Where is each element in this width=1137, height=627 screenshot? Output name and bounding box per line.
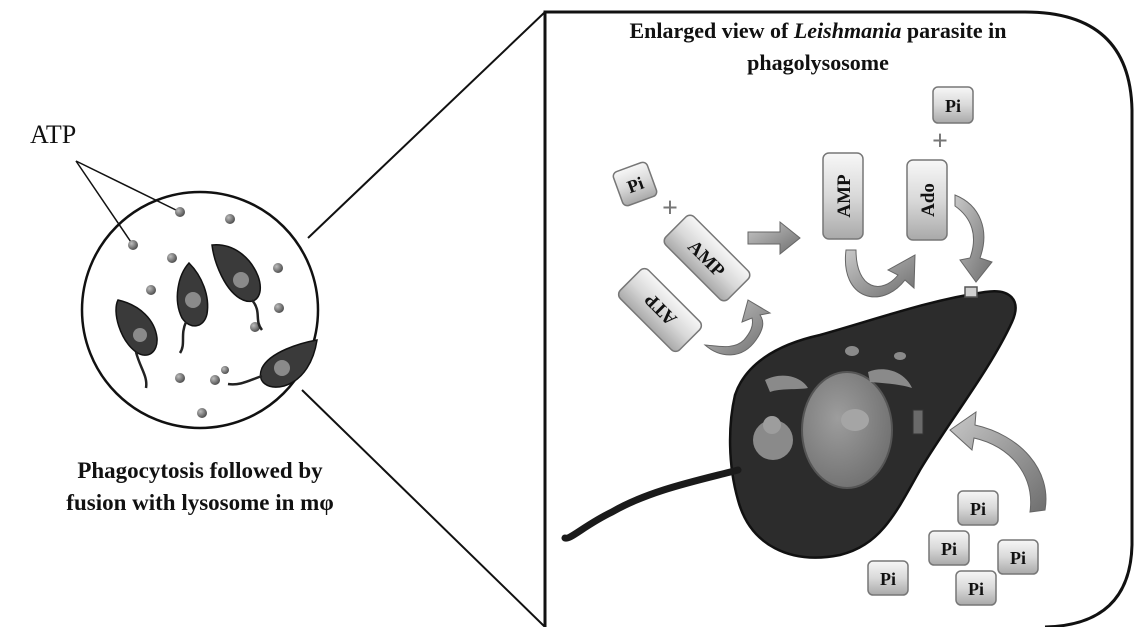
amp-box-rotated: AMP: [662, 213, 753, 304]
membrane-transporter-side: [913, 410, 923, 434]
nucleus: [802, 372, 892, 488]
atp-dot: [167, 253, 177, 263]
caption-line-1: Phagocytosis followed by: [77, 458, 323, 483]
panel-title-line-2: phagolysosome: [747, 50, 889, 75]
atp-pointer-line-1: [76, 161, 133, 245]
pi-label: Pi: [968, 579, 984, 599]
arrow-amp-hydrolysis: [748, 222, 800, 254]
arrow-ado-uptake: [955, 195, 992, 282]
ado-box: Ado: [907, 160, 947, 240]
panel-title-prefix: Enlarged view of: [629, 18, 793, 43]
plus-sign-right: +: [932, 126, 948, 157]
atp-dot: [210, 375, 220, 385]
panel-title-line-1: Enlarged view of Leishmania parasite in: [629, 18, 1006, 43]
atp-dot: [274, 303, 284, 313]
atp-dot: [175, 207, 185, 217]
zoom-line-bottom: [302, 390, 545, 627]
atp-label: ATP: [30, 120, 76, 149]
pi-label: Pi: [941, 539, 957, 559]
atp-dot: [225, 214, 235, 224]
panel-title-suffix: parasite in: [901, 18, 1006, 43]
atp-dot: [273, 263, 283, 273]
pi-label: Pi: [1010, 548, 1026, 568]
pi-label: Pi: [945, 96, 961, 116]
atp-dot: [128, 240, 138, 250]
atp-box: ATP: [616, 266, 704, 354]
nucleolus: [841, 409, 869, 431]
panel-title-italic: Leishmania: [793, 18, 902, 43]
ado-box-label: Ado: [918, 183, 939, 217]
amp-box-vertical: AMP: [823, 153, 863, 239]
atp-dot: [146, 285, 156, 295]
flagellum: [565, 470, 738, 538]
zoom-line-top: [308, 12, 545, 238]
atp-dot: [175, 373, 185, 383]
pi-label: Pi: [880, 569, 896, 589]
leishmania-parasite: [565, 287, 1016, 558]
atp-dot: [221, 366, 229, 374]
pi-box: Pi: [958, 491, 998, 525]
pi-box: Pi: [956, 571, 996, 605]
pi-box: Pi: [929, 531, 969, 565]
atp-dot: [197, 408, 207, 418]
pi-box: Pi: [998, 540, 1038, 574]
pi-box-top-left: Pi: [612, 161, 658, 207]
arrow-atp-to-amp: [705, 300, 770, 355]
atp-pointer-line-2: [76, 161, 180, 212]
arrow-amp-to-ado: [845, 250, 915, 297]
plus-sign-left: +: [662, 193, 678, 224]
membrane-transporter-top: [965, 287, 977, 297]
pi-label: Pi: [970, 499, 986, 519]
organelle-2: [763, 416, 781, 434]
pi-box-top-right: Pi: [933, 87, 973, 123]
vesicle-2: [894, 352, 906, 360]
amp-box-vertical-label: AMP: [834, 174, 855, 218]
pi-box: Pi: [868, 561, 908, 595]
vesicle-1: [845, 346, 859, 356]
caption-line-2: fusion with lysosome in mφ: [66, 490, 333, 515]
